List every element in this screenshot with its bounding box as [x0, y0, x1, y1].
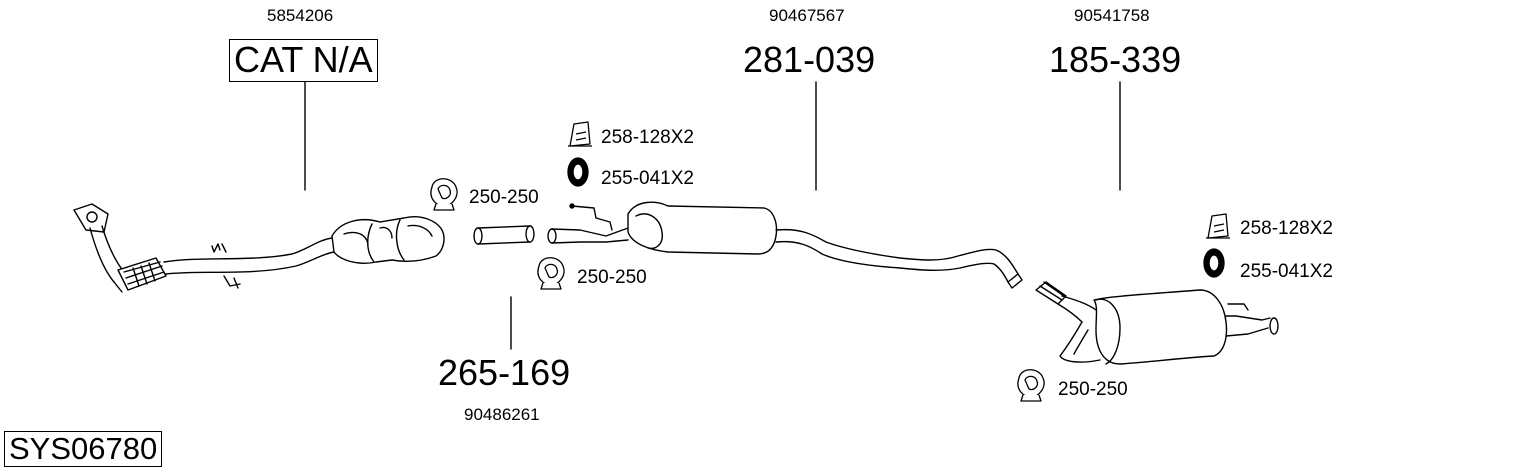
- clamp-icon: [537, 257, 565, 290]
- middle-silencer-drawing: [547, 201, 1023, 289]
- clamp-icon: [1017, 369, 1045, 402]
- accessory-clamp-middle: 250-250: [577, 267, 647, 288]
- accessory-mounting-rear: 258-128X2: [1240, 218, 1333, 239]
- accessory-rubber-ring-rear: 255-041X2: [1240, 261, 1333, 282]
- intermediate-pipe-drawing: [473, 225, 535, 245]
- mounting-bracket-icon: [1206, 213, 1230, 239]
- front-pipe-oe-number: 5854206: [267, 6, 334, 25]
- front-pipe-drawing: [73, 203, 445, 293]
- rear-silencer-part-number: 185-339: [1049, 39, 1182, 80]
- front-pipe-part-number: CAT N/A: [229, 39, 378, 82]
- middle-silencer-part-number: 281-039: [743, 39, 876, 80]
- intermediate-pipe-oe-number: 90486261: [464, 405, 540, 424]
- middle-silencer-oe-number: 90467567: [769, 6, 845, 25]
- intermediate-pipe-part-number: 265-169: [438, 352, 571, 393]
- clamp-icon: [430, 178, 458, 211]
- rear-silencer-oe-number: 90541758: [1074, 6, 1150, 25]
- accessory-clamp-front: 250-250: [469, 187, 539, 208]
- rubber-ring-icon: [1203, 248, 1225, 278]
- rear-silencer-drawing: [1035, 281, 1279, 365]
- system-code: SYS06780: [4, 431, 163, 467]
- accessory-clamp-rear: 250-250: [1058, 379, 1128, 400]
- accessory-mounting-middle: 258-128X2: [601, 127, 694, 148]
- rubber-ring-icon: [567, 157, 589, 187]
- accessory-rubber-ring-middle: 255-041X2: [601, 168, 694, 189]
- mounting-bracket-icon: [568, 121, 592, 147]
